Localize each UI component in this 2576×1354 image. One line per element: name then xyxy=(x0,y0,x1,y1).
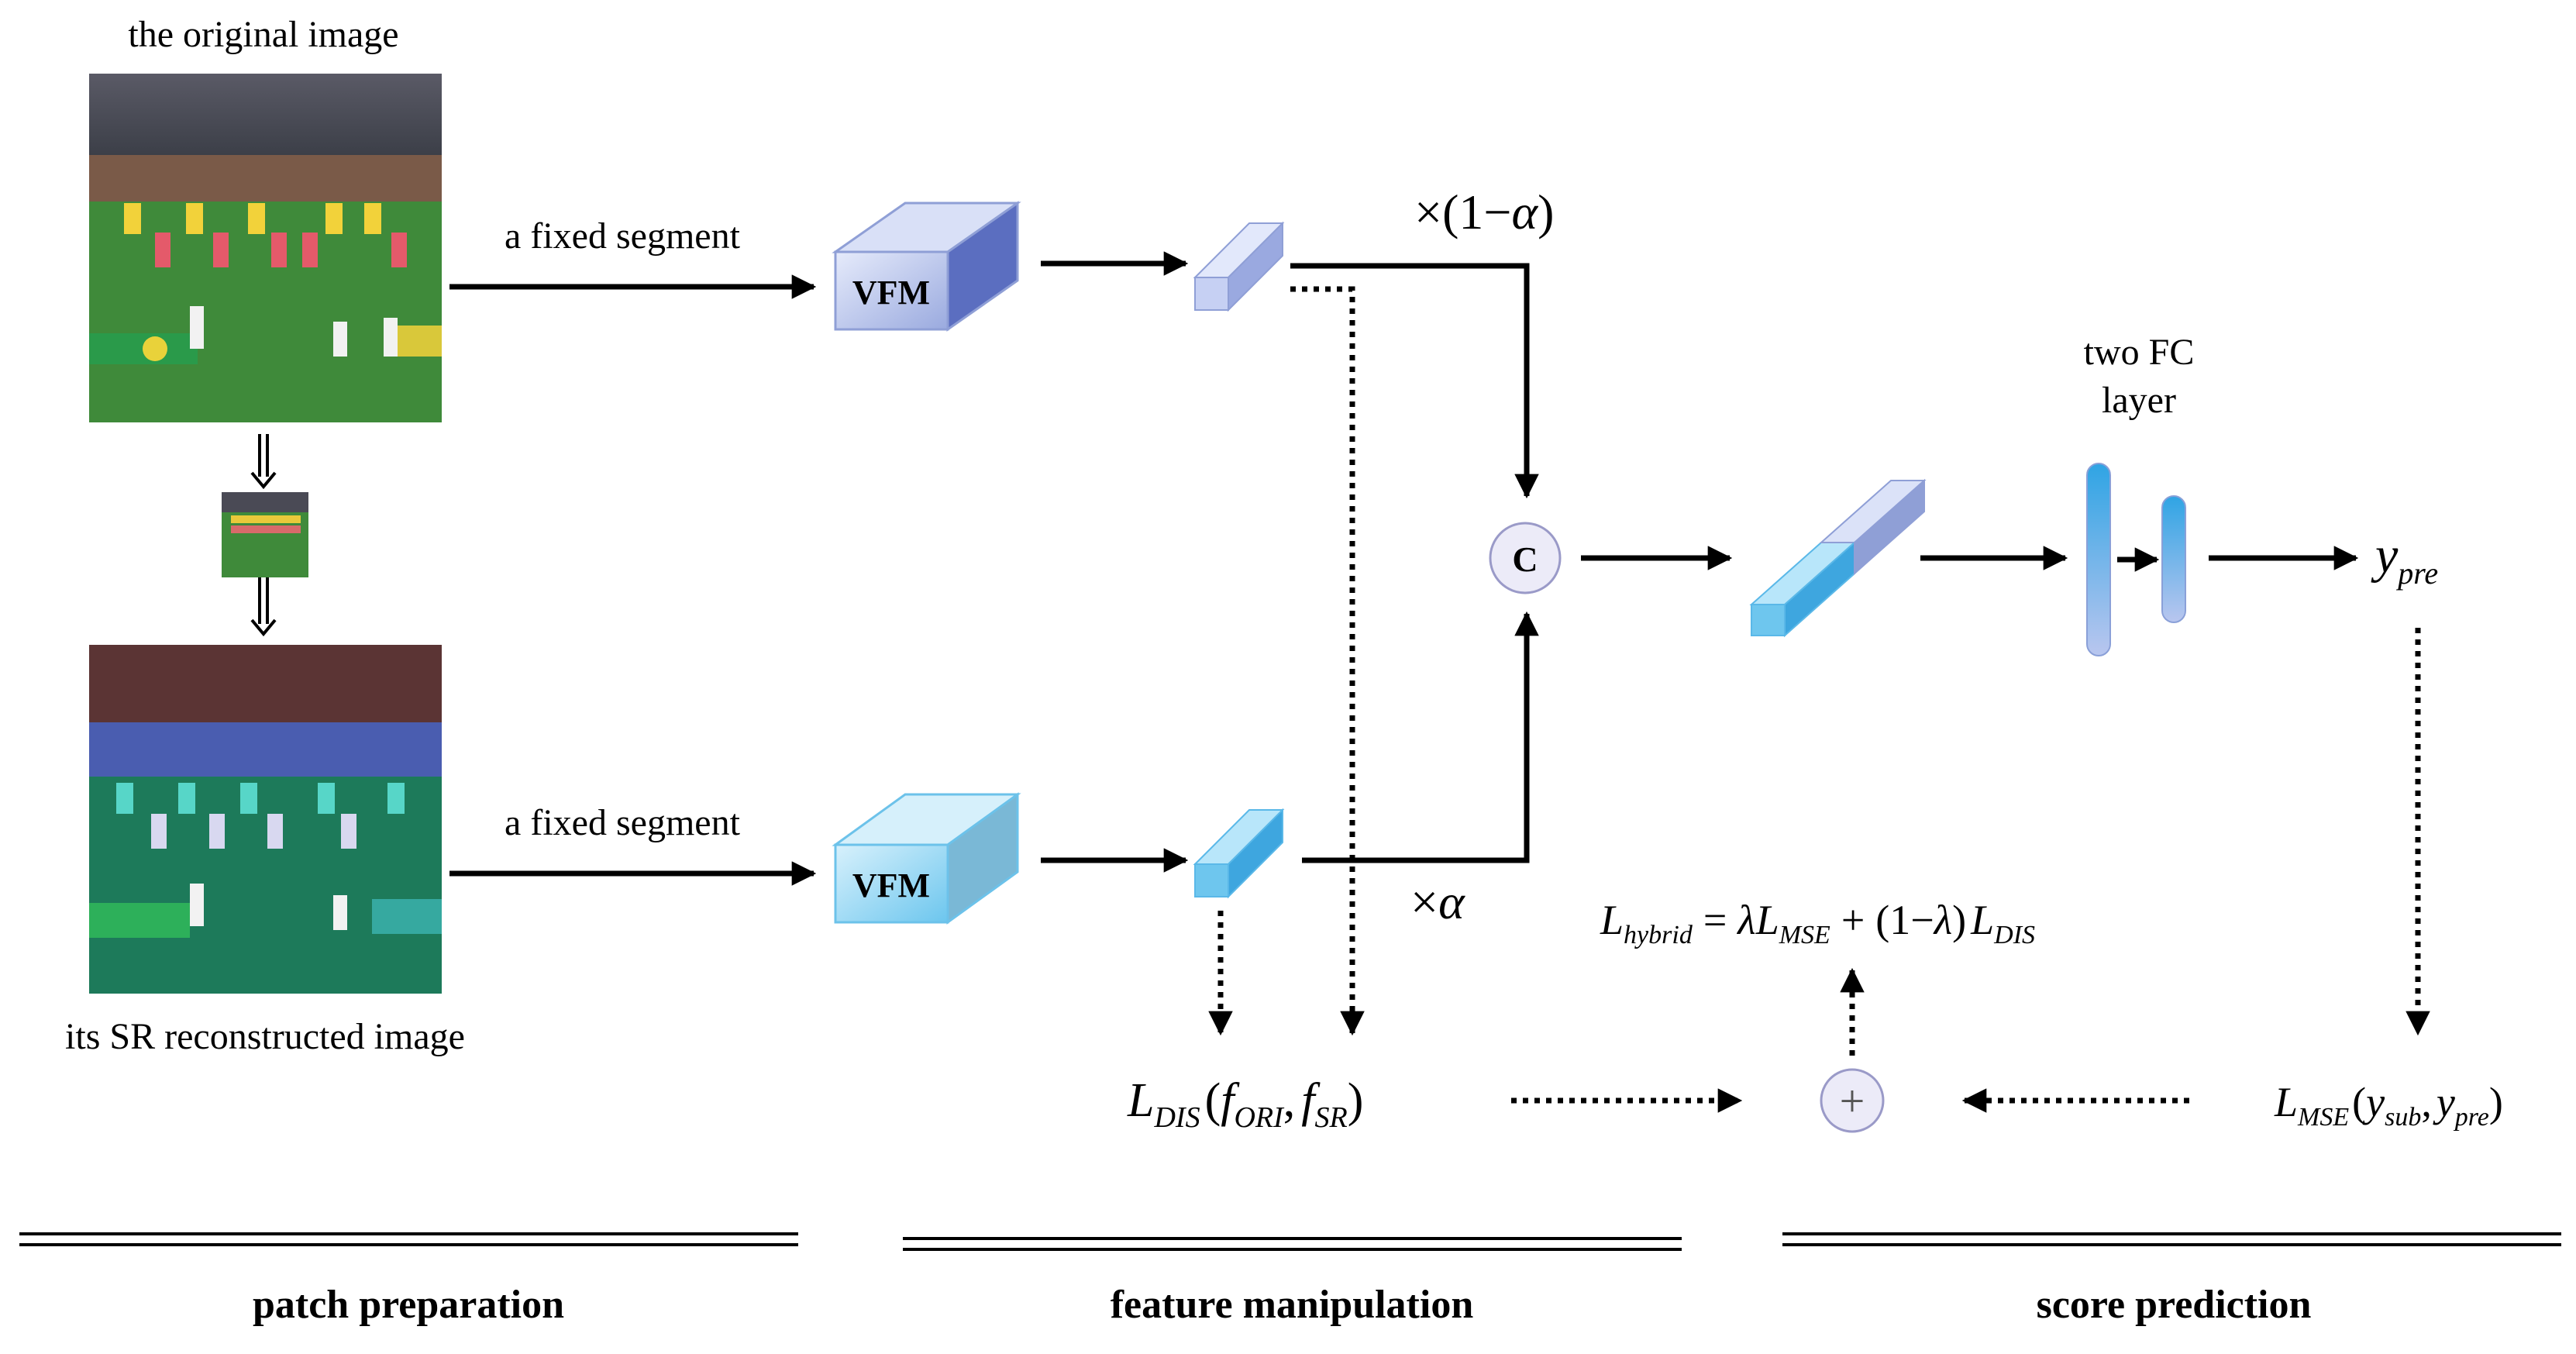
downscale-arrows xyxy=(250,434,277,637)
stage-label-feature-manipulation: feature manipulation xyxy=(1111,1283,1474,1327)
weight-label-top: ×(1−α) xyxy=(1414,184,1554,239)
fc-label-line1: two FC xyxy=(2084,332,2195,373)
sum-symbol: + xyxy=(1840,1076,1865,1126)
fc-label-line2: layer xyxy=(2102,380,2176,421)
weight-path-top xyxy=(1290,263,1539,499)
stage-label-patch-preparation: patch preparation xyxy=(253,1283,564,1327)
loss-mse: LMSE(ysub,ypre) xyxy=(2274,1079,2503,1132)
feature-vector-bottom xyxy=(1193,808,1285,899)
concat-label: C xyxy=(1512,539,1538,579)
fixed-segment-label-bottom: a fixed segment xyxy=(505,802,741,843)
loss-dis: LDIS(fORI,fSR) xyxy=(1127,1074,1363,1134)
vfm-box-bottom: VFM xyxy=(832,792,1021,925)
vfm-label-top: VFM xyxy=(852,274,930,312)
output-y-pre: ypre xyxy=(2371,527,2438,591)
stage-dividers xyxy=(19,1232,2561,1251)
vfm-box-top: VFM xyxy=(832,201,1021,332)
fc-layer-2 xyxy=(2161,495,2186,623)
fixed-segment-label-top: a fixed segment xyxy=(505,215,741,257)
sr-reconstructed-image xyxy=(89,645,442,994)
vfm-label-bottom: VFM xyxy=(852,866,930,904)
combined-feature-vector xyxy=(1749,478,1927,638)
loss-hybrid: Lhybrid=λLMSE+(1−λ)LDIS xyxy=(1600,897,2035,949)
feature-vector-top xyxy=(1193,221,1285,312)
original-image xyxy=(89,74,442,422)
sum-node: + xyxy=(1820,1068,1885,1133)
concat-node: C xyxy=(1489,522,1562,594)
stage-label-score-prediction: score prediction xyxy=(2037,1283,2312,1327)
weight-label-bottom: ×α xyxy=(1410,874,1465,929)
fc-layer-1 xyxy=(2086,463,2111,656)
weight-path-bottom xyxy=(1302,611,1539,863)
downscaled-image xyxy=(222,492,308,577)
original-image-caption: the original image xyxy=(128,14,398,55)
sr-image-caption: its SR reconstructed image xyxy=(65,1016,465,1057)
dotted-path-top-to-ldis xyxy=(1290,286,1365,1036)
